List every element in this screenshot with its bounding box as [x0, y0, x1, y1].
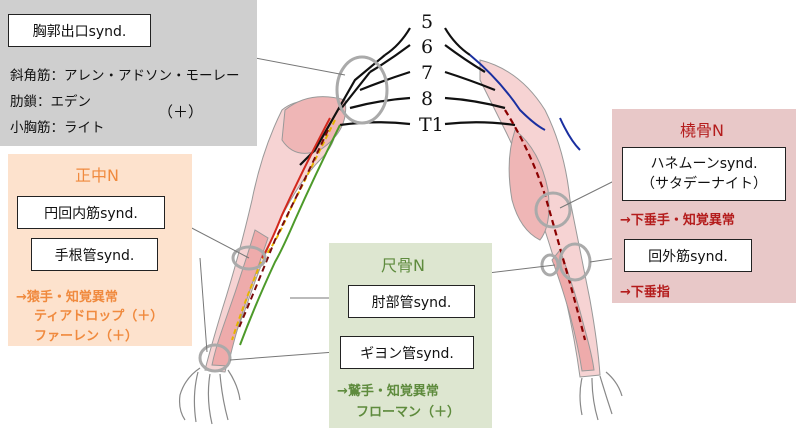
median-nerve-line	[231, 119, 336, 341]
level-c7: 7	[421, 62, 434, 84]
median-nerve-header: 正中N	[75, 166, 119, 185]
level-c5: 5	[421, 11, 434, 33]
thoracic-outlet-positive: （＋）	[158, 103, 204, 121]
costoclavicular-test: 肋鎖：エデン	[10, 94, 91, 110]
thoracic-outlet-panel: 胸郭出口synd. 斜角筋：アレン・アドソン・モーレー 肋鎖：エデン 小胸筋：ラ…	[0, 0, 257, 146]
ulnar-sign-claw-hand: →鷲手・知覚異常	[337, 384, 439, 399]
radial-nerve-line-left	[261, 117, 331, 259]
median-sign-phalen: ファーレン（＋）	[34, 329, 139, 344]
median-sign-teardrop: ティアドロップ（＋）	[34, 309, 164, 324]
level-c6: 6	[421, 36, 434, 58]
radial-nerve-panel: 橈骨N ハネムーンsynd. （サタデーナイト） →下垂手・知覚異常 回外筋sy…	[612, 109, 796, 303]
left-hand	[178, 367, 241, 425]
saturday-night-label: （サタデーナイト）	[641, 176, 767, 192]
ulnar-sign-froment: フローマン（＋）	[356, 405, 461, 420]
ulnar-nerve-panel: 尺骨N 肘部管synd. ギヨン管synd. →鷲手・知覚異常 フローマン（＋）	[329, 243, 492, 428]
radial-sign-finger-drop: →下垂指	[620, 285, 670, 300]
pectoralis-minor-test: 小胸筋：ライト	[10, 120, 105, 136]
level-t1: T1	[419, 114, 444, 136]
honeymoon-syndrome: ハネムーンsynd. （サタデーナイト）	[622, 147, 786, 201]
guyon-canal-syndrome: ギヨン管synd.	[340, 336, 474, 369]
right-hand	[579, 371, 623, 421]
brachial-plexus	[299, 27, 516, 166]
median-nerve-panel: 正中N 円回内筋synd. 手根管synd. →猿手・知覚異常 ティアドロップ（…	[8, 154, 192, 346]
scalene-tests: 斜角筋：アレン・アドソン・モーレー	[10, 68, 240, 84]
supinator-syndrome: 回外筋synd.	[624, 239, 752, 272]
pronator-teres-syndrome: 円回内筋synd.	[17, 196, 165, 229]
right-forearm-muscle	[551, 249, 595, 372]
thoracic-outlet-title: 胸郭出口synd.	[8, 14, 151, 47]
ulnar-nerve-header: 尺骨N	[381, 256, 425, 275]
left-shoulder-muscle	[281, 96, 347, 154]
right-blue-vessel	[469, 54, 546, 131]
carpal-tunnel-syndrome: 手根管synd.	[31, 238, 158, 271]
median-nerve-dark	[237, 129, 329, 331]
radial-nerve-header: 橈骨N	[680, 121, 724, 140]
median-sign-ape-hand: →猿手・知覚異常	[16, 290, 118, 305]
honeymoon-syndrome-label: ハネムーンsynd.	[650, 156, 758, 172]
level-c8: 8	[421, 88, 434, 110]
right-blue-vessel-2	[559, 117, 581, 151]
right-upper-arm-muscle	[508, 129, 550, 241]
cubital-tunnel-syndrome: 肘部管synd.	[348, 285, 475, 318]
radial-nerve-line-right	[504, 109, 587, 341]
ulnar-nerve-line	[239, 124, 341, 346]
radial-sign-wrist-drop: →下垂手・知覚異常	[620, 213, 735, 228]
